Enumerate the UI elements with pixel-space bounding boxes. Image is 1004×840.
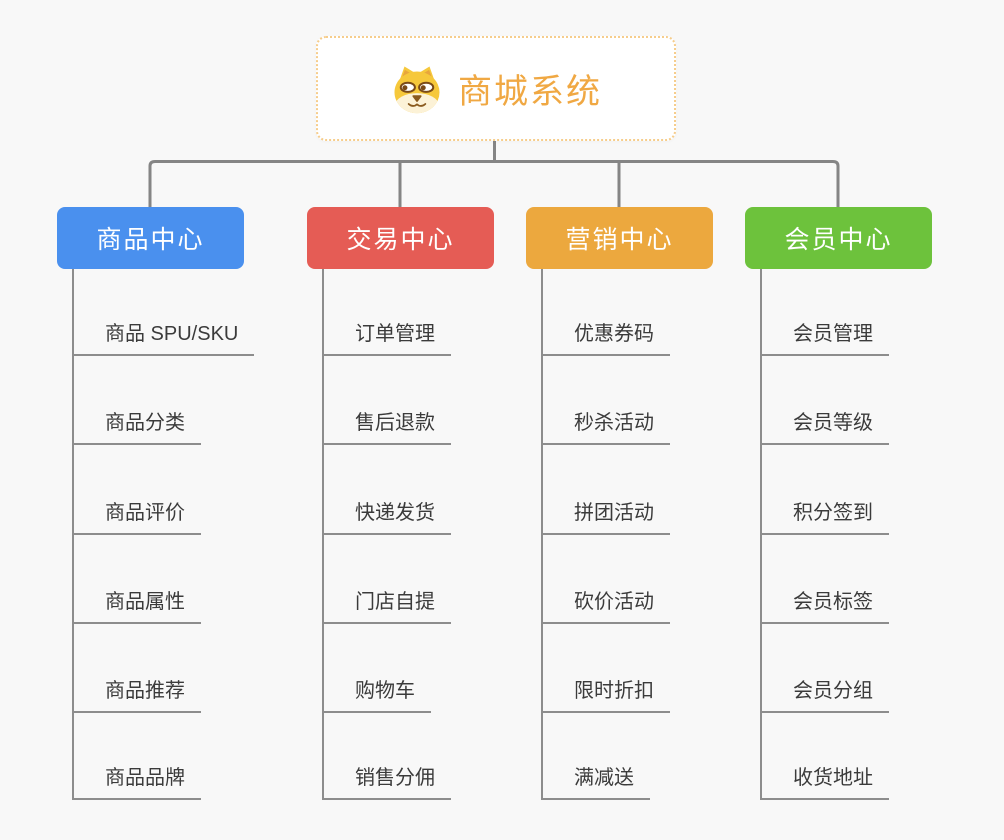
leaf-node[interactable]: 商品 SPU/SKU [73, 322, 255, 356]
leaf-node[interactable]: 商品属性 [73, 590, 201, 624]
leaf-node[interactable]: 积分签到 [761, 501, 889, 535]
leaf-node[interactable]: 售后退款 [323, 411, 451, 445]
doge-icon [390, 64, 444, 114]
branch-column-members: 会员中心 会员管理 会员等级 积分签到 会员标签 会员分组 收货地址 [745, 207, 995, 807]
leaf-node[interactable]: 商品评价 [73, 501, 201, 535]
branch-node-trade[interactable]: 交易中心 [307, 207, 494, 269]
branch-node-products[interactable]: 商品中心 [57, 207, 244, 269]
leaf-node[interactable]: 优惠券码 [542, 322, 670, 356]
leaf-node[interactable]: 商品推荐 [73, 679, 201, 713]
leaf-node[interactable]: 会员分组 [761, 679, 889, 713]
leaf-node[interactable]: 门店自提 [323, 590, 451, 624]
leaf-node[interactable]: 会员标签 [761, 590, 889, 624]
branch-column-trade: 交易中心 订单管理 售后退款 快递发货 门店自提 购物车 销售分佣 [307, 207, 557, 807]
branch-node-members[interactable]: 会员中心 [745, 207, 932, 269]
leaf-node[interactable]: 限时折扣 [542, 679, 670, 713]
leaf-node[interactable]: 会员管理 [761, 322, 889, 356]
branch-label: 会员中心 [784, 226, 893, 254]
branch-node-marketing[interactable]: 营销中心 [526, 207, 713, 269]
branch-label: 营销中心 [565, 226, 674, 254]
leaf-node[interactable]: 销售分佣 [323, 766, 451, 800]
leaf-node[interactable]: 订单管理 [323, 322, 451, 356]
leaf-node[interactable]: 砍价活动 [542, 590, 670, 624]
branch-column-products: 商品中心 商品 SPU/SKU 商品分类 商品评价 商品属性 商品推荐 商品品牌 [57, 207, 307, 807]
leaf-node[interactable]: 秒杀活动 [542, 411, 670, 445]
branch-label: 商品中心 [96, 226, 205, 254]
leaf-node[interactable]: 收货地址 [761, 766, 889, 800]
branch-label: 交易中心 [346, 226, 455, 254]
root-node[interactable]: 商城系统 [316, 36, 676, 141]
leaf-node[interactable]: 商品品牌 [73, 766, 201, 800]
leaf-node[interactable]: 会员等级 [761, 411, 889, 445]
leaf-node[interactable]: 快递发货 [323, 501, 451, 535]
leaf-node[interactable]: 商品分类 [73, 411, 201, 445]
branch-column-marketing: 营销中心 优惠券码 秒杀活动 拼团活动 砍价活动 限时折扣 满减送 [526, 207, 776, 807]
root-title: 商城系统 [458, 73, 602, 111]
leaf-node[interactable]: 拼团活动 [542, 501, 670, 535]
leaf-node[interactable]: 购物车 [323, 679, 431, 713]
leaf-node[interactable]: 满减送 [542, 766, 650, 800]
